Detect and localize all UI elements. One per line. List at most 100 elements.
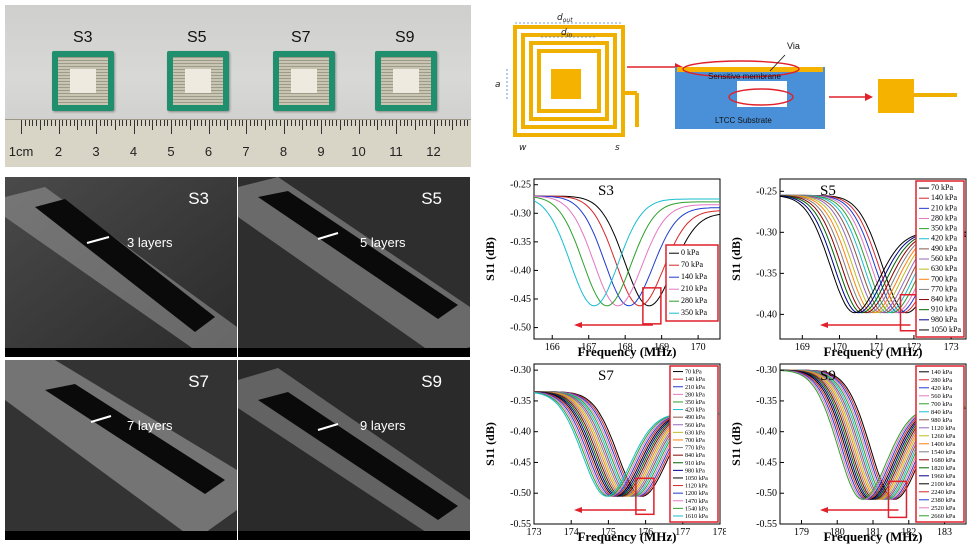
legend-label: 70 kPa: [685, 370, 702, 376]
sem-image-s9: S9 9 layers: [238, 360, 470, 540]
legend-label: 980 kPa: [931, 417, 952, 424]
legend-label: 420 kPa: [685, 408, 705, 414]
ruler-number: 10: [351, 144, 366, 159]
sem-title-s7: S7: [188, 372, 209, 391]
sem-title-s3: S3: [188, 189, 209, 208]
y-tick-label: -0.45: [510, 457, 531, 468]
x-tick-label: 182: [901, 527, 916, 538]
ruler-number: 4: [129, 144, 138, 159]
legend-label: 910 kPa: [685, 461, 705, 467]
ruler-tick: [343, 120, 345, 126]
spiral-inductor: [513, 25, 639, 137]
sem-title-s5: S5: [421, 189, 442, 208]
sem-image-s3: S3 3 layers: [5, 177, 237, 357]
x-tick-label: 170: [832, 342, 847, 353]
ruler-tick: [407, 120, 409, 126]
ruler-number: 8: [279, 144, 288, 159]
legend-label: 280 kPa: [681, 296, 707, 305]
d-in-label: din: [561, 28, 572, 39]
ruler-tick: [163, 120, 165, 126]
ruler-tick: [107, 120, 109, 126]
ruler-tick: [227, 120, 229, 130]
x-axis-label: Frequency (MHz): [823, 344, 922, 359]
capacitor-pad: [878, 79, 914, 113]
legend-label: 2520 kPa: [931, 505, 955, 512]
cavity: [737, 81, 787, 107]
x-tick-label: 180: [830, 527, 845, 538]
series-line-3: [534, 195, 720, 307]
ruler-tick: [99, 120, 101, 126]
ruler-tick: [174, 120, 176, 126]
ruler-tick: [257, 120, 259, 126]
dip-highlight-box: [642, 287, 662, 325]
legend-label: 490 kPa: [931, 244, 957, 253]
y-tick-label: -0.55: [510, 519, 531, 530]
x-tick-label: 179: [794, 527, 809, 538]
ruler-unit: 1cm: [8, 144, 34, 159]
legend-label: 140 kPa: [681, 272, 707, 281]
sem-footer: [5, 531, 237, 540]
ruler-tick: [381, 120, 382, 126]
x-tick-label: 175: [601, 527, 616, 538]
legend-label: 2240 kPa: [931, 489, 955, 496]
legend-label: 1050 kPa: [685, 476, 708, 482]
substrate-label: LTCC Substrate: [715, 116, 772, 125]
y-tick-label: -0.25: [756, 186, 777, 197]
ruler-number: 6: [204, 144, 213, 159]
ruler-tick: [73, 120, 75, 126]
ruler-tick: [111, 120, 112, 126]
y-tick-label: -0.35: [756, 268, 777, 279]
ruler-tick: [261, 120, 262, 126]
a-label: a: [495, 80, 501, 90]
sensor-chip-s3: [52, 51, 114, 111]
ruler-tick: [249, 120, 251, 126]
series-group: [534, 195, 720, 307]
ruler-tick: [77, 120, 79, 130]
ruler-tick: [96, 120, 97, 134]
ruler-tick: [54, 120, 56, 126]
legend-label: 420 kPa: [931, 385, 952, 392]
series-line-4: [534, 195, 720, 307]
legend-label: 210 kPa: [685, 385, 705, 391]
legend-box: [669, 365, 719, 523]
ruler-tick: [39, 120, 41, 130]
ruler-tick: [186, 120, 187, 126]
y-tick-label: -0.40: [510, 427, 531, 438]
ruler-tick: [69, 120, 71, 126]
y-tick-label: -0.35: [756, 396, 777, 407]
legend-label: 1680 kPa: [931, 457, 955, 464]
ruler-tick: [444, 120, 446, 126]
legend-label: 210 kPa: [931, 203, 957, 212]
ruler-tick: [411, 120, 412, 126]
ruler-tick: [223, 120, 225, 126]
legend-label: 1820 kPa: [931, 465, 955, 472]
x-tick-label: 171: [869, 342, 884, 353]
ruler-tick: [208, 120, 210, 134]
legend-label: 140 kPa: [685, 377, 705, 383]
sensor-chip-s9: [375, 51, 437, 111]
ruler-tick: [137, 120, 139, 126]
y-tick-label: -0.30: [756, 365, 777, 376]
legend-label: 630 kPa: [931, 264, 957, 273]
x-tick-label: 176: [638, 527, 653, 538]
ruler-tick: [332, 120, 334, 126]
ruler-tick: [414, 120, 416, 130]
y-tick-label: -0.45: [756, 457, 777, 468]
sem-layers-s5: 5 layers: [360, 235, 406, 250]
sem-layers-s3: 3 layers: [127, 235, 173, 250]
series-line-2: [534, 195, 720, 307]
ruler-tick: [388, 120, 390, 126]
y-tick-label: -0.25: [510, 180, 531, 191]
legend-label: 980 kPa: [931, 315, 957, 324]
legend-label: 840 kPa: [685, 453, 705, 459]
dip-highlight-box: [635, 477, 655, 516]
ruler-tick: [201, 120, 202, 126]
legend-label: 700 kPa: [685, 438, 705, 444]
chart-title: S5: [820, 183, 836, 199]
ruler-tick: [279, 120, 281, 126]
sensitive-membrane-layer: [677, 67, 823, 72]
legend-label: 840 kPa: [931, 409, 952, 416]
ruler-tick: [141, 120, 142, 126]
